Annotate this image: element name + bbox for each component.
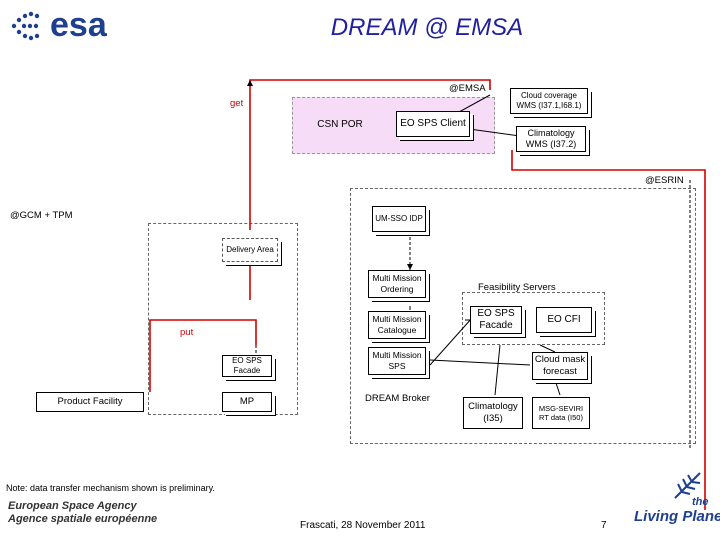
footer-date: Frascati, 28 November 2011 <box>300 520 426 531</box>
mm-sps-box: Multi Mission SPS <box>368 347 426 375</box>
living-planet: Living Planet <box>634 508 720 525</box>
living-the: the <box>692 496 709 508</box>
feasibility-region <box>462 292 605 345</box>
agency-en: European Space Agency <box>8 500 137 512</box>
msg-seviri-box: MSG-SEVIRI RT data (I50) <box>532 397 590 429</box>
climatology-wms-box: Climatology WMS (I37.2) <box>516 126 586 152</box>
mp-box: MP <box>222 392 272 412</box>
eo-sps-client-box: EO SPS Client <box>396 111 470 137</box>
emsa-label: @EMSA <box>449 83 486 94</box>
page-number: 7 <box>601 520 607 531</box>
eo-cfi-box: EO CFI <box>536 307 592 333</box>
esrin-label: @ESRIN <box>645 175 684 186</box>
living-planet-logo: the Living Planet <box>634 470 720 530</box>
put-label: put <box>180 327 194 338</box>
eo-sps-facade-left-box: EO SPS Facade <box>222 355 272 377</box>
cloud-mask-box: Cloud mask forecast <box>532 352 588 380</box>
csn-por-box: CSN POR <box>317 118 363 130</box>
um-sso-box: UM-SSO IDP <box>372 206 426 232</box>
feather-icon <box>674 472 701 499</box>
feasibility-label: Feasibility Servers <box>478 282 556 293</box>
mm-catalogue-box: Multi Mission Catalogue <box>368 311 426 339</box>
agency-fr: Agence spatiale européenne <box>8 513 158 526</box>
delivery-area-box: Delivery Area <box>222 238 278 262</box>
eo-sps-facade-right-box: EO SPS Facade <box>470 306 522 334</box>
dream-broker-label: DREAM Broker <box>365 393 430 404</box>
get-label: get <box>230 98 244 109</box>
page-title: DREAM @ EMSA <box>330 14 524 41</box>
esrin-region <box>350 188 696 444</box>
gcm-region <box>148 223 298 415</box>
gcm-label: @GCM + TPM <box>10 210 73 221</box>
footer-note: Note: data transfer mechanism shown is p… <box>6 483 215 493</box>
climatology-i35-box: Climatology (I35) <box>463 397 523 429</box>
agency-logo: European Space Agency Agence spatiale eu… <box>8 500 157 526</box>
mm-ordering-box: Multi Mission Ordering <box>368 270 426 298</box>
product-facility-box: Product Facility <box>36 392 144 412</box>
cloud-coverage-box: Cloud coverage WMS (I37.1,I68.1) <box>510 88 588 114</box>
esa-logo: esa <box>6 6 134 46</box>
esa-wordmark: esa <box>50 6 107 44</box>
